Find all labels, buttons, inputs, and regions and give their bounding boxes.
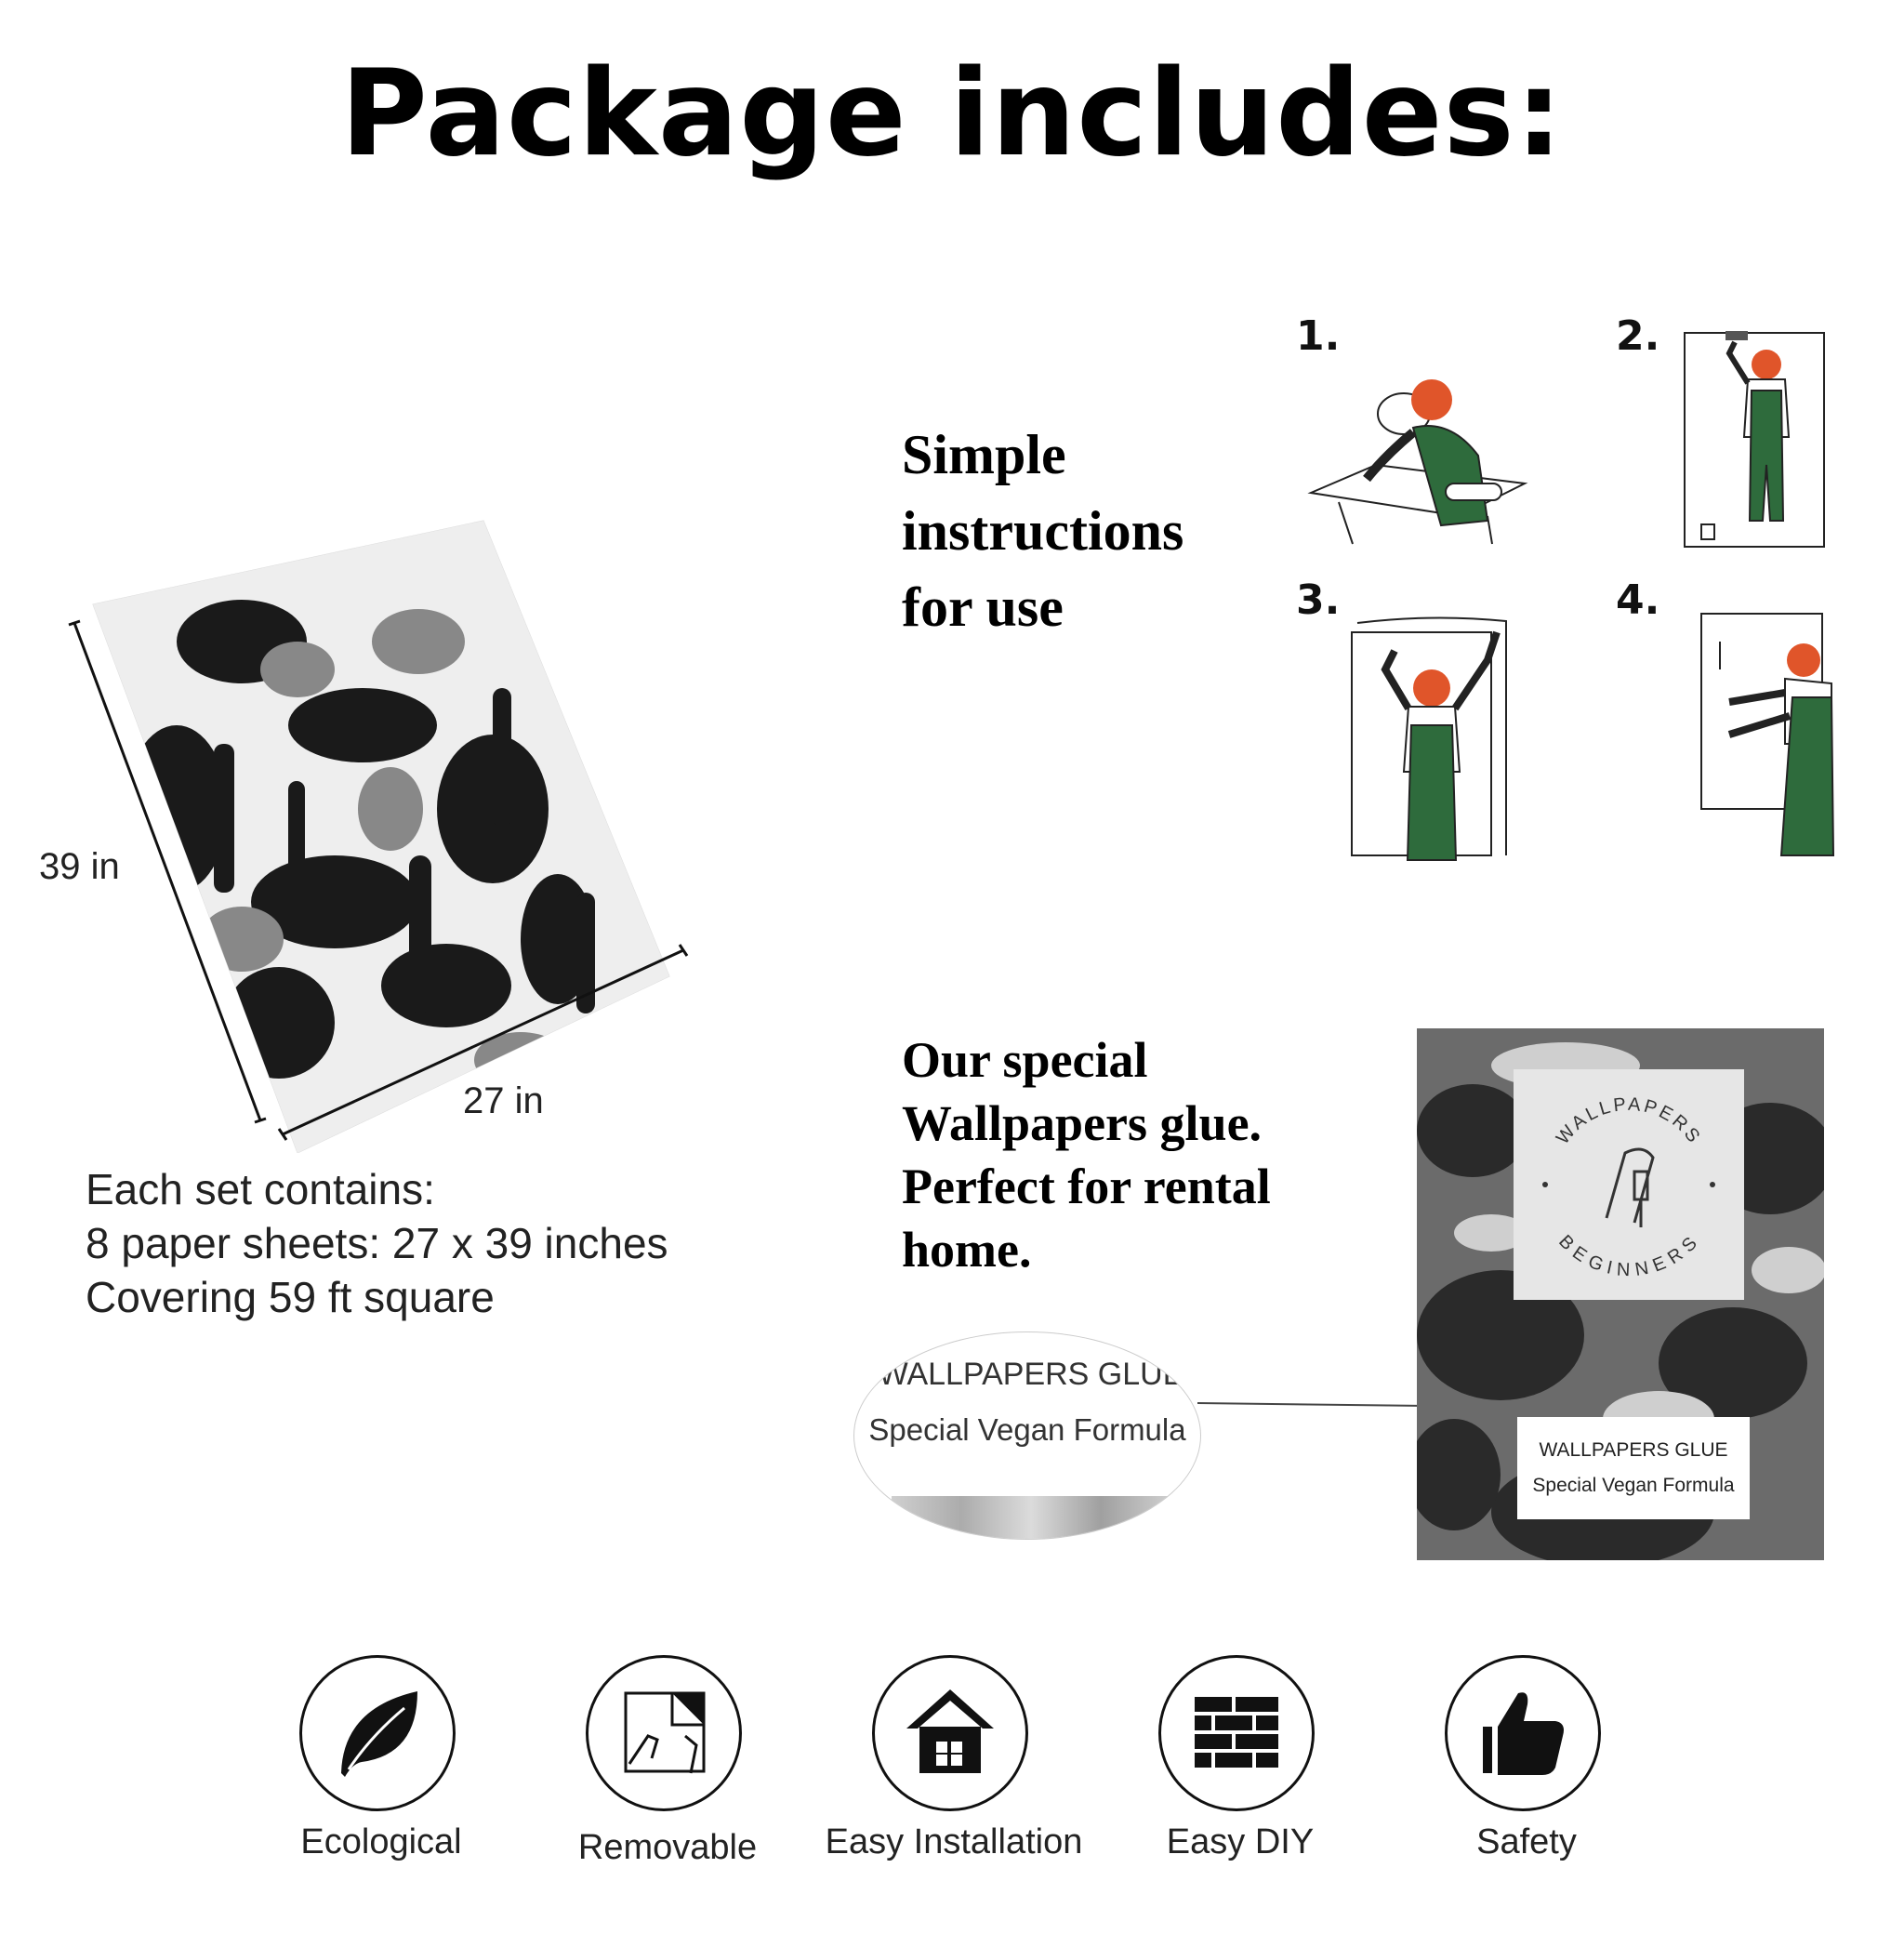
set-info-line: Covering 59 ft square	[86, 1273, 495, 1321]
feature-safety: Safety	[1415, 1655, 1638, 1934]
step-number: 4.	[1616, 576, 1660, 624]
width-dimension-label: 27 in	[463, 1080, 544, 1121]
feature-label: Ecological	[300, 1822, 462, 1861]
instructions-heading: Simple instructions for use	[902, 417, 1274, 645]
feature-easy-installation: Easy Installation	[826, 1655, 1082, 1934]
svg-text:BEGINNERS: BEGINNERS	[1554, 1231, 1703, 1280]
feature-label: Easy Installation	[825, 1822, 1083, 1861]
step-4-illustration	[1692, 604, 1850, 865]
brand-top-text: WALLPAPERS	[1553, 1094, 1702, 1148]
brush-roll-icon	[1605, 1147, 1655, 1227]
step-2-illustration	[1673, 325, 1831, 558]
feature-label: Safety	[1476, 1822, 1577, 1861]
box-label: WALLPAPERS GLUE Special Vegan Formula	[1517, 1417, 1750, 1519]
feature-easy-diy: Easy DIY	[1129, 1655, 1352, 1934]
box-label-title: WALLPAPERS GLUE	[1539, 1439, 1728, 1461]
peel-icon	[624, 1691, 706, 1774]
brand-badge: WALLPAPERS BEGINNERS	[1514, 1069, 1744, 1300]
glue-line: Our special	[902, 1032, 1148, 1088]
step-number: 3.	[1296, 576, 1341, 624]
page-title: Package includes:	[340, 45, 1564, 183]
instructions-line: for use	[902, 576, 1064, 638]
instructions-line: instructions	[902, 500, 1184, 562]
step-number: 2.	[1616, 312, 1660, 360]
step-number: 1.	[1296, 312, 1341, 360]
height-dimension-label: 39 in	[39, 846, 120, 887]
step-1-illustration	[1302, 363, 1534, 549]
set-info: Each set contains: 8 paper sheets: 27 x …	[86, 1162, 736, 1324]
set-info-line: 8 paper sheets: 27 x 39 inches	[86, 1219, 668, 1267]
zoom-label-title: WALLPAPERS GLUE	[878, 1357, 1184, 1392]
instructions-line: Simple	[902, 424, 1066, 485]
glue-description: Our special Wallpapers glue. Perfect for…	[902, 1028, 1348, 1281]
zoom-pattern	[892, 1496, 1170, 1539]
feature-removable: Removable	[556, 1655, 779, 1934]
feature-label: Easy DIY	[1166, 1822, 1315, 1861]
set-info-line: Each set contains:	[86, 1165, 435, 1213]
feature-icon-circle	[1445, 1655, 1601, 1811]
box-label-subtitle: Special Vegan Formula	[1532, 1475, 1735, 1496]
leaf-icon	[341, 1691, 417, 1777]
brick-wall-icon	[1195, 1697, 1278, 1768]
brand-bottom-text: BEGINNERS	[1554, 1231, 1700, 1280]
step-3-illustration	[1339, 604, 1534, 865]
feature-icon-circle	[299, 1655, 456, 1811]
house-icon	[906, 1689, 994, 1773]
glue-box: WALLPAPERS BEGINNERS WALLPAPERS GLUE Spe…	[1417, 1028, 1824, 1560]
feature-icon-circle	[872, 1655, 1028, 1811]
glue-line: home.	[902, 1222, 1032, 1278]
glue-line: Wallpapers glue.	[902, 1095, 1263, 1151]
thumbs-up-icon	[1483, 1692, 1564, 1775]
feature-ecological: Ecological	[270, 1655, 493, 1934]
glue-line: Perfect for rental	[902, 1159, 1271, 1214]
glue-label-zoom: WALLPAPERS GLUE Special Vegan Formula	[853, 1331, 1201, 1540]
feature-label: Removable	[577, 1828, 758, 1867]
feature-icon-circle	[1158, 1655, 1315, 1811]
wallpaper-sheet-illustration	[56, 502, 707, 1154]
zoom-label-subtitle: Special Vegan Formula	[868, 1412, 1186, 1447]
feature-icon-circle	[586, 1655, 742, 1811]
svg-text:WALLPAPERS: WALLPAPERS	[1553, 1094, 1705, 1148]
